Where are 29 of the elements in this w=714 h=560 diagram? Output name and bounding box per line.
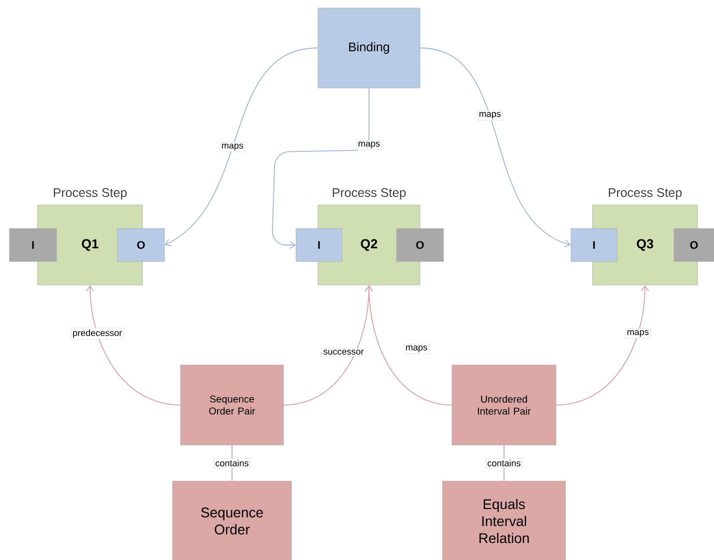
port-box: I [570,228,618,262]
port-box: I [9,228,57,262]
concept-box: Sequence Order Pair [180,364,284,446]
step-heading: Process Step [54,188,127,200]
edge-label: maps [220,142,246,152]
port-box: I [296,228,342,262]
step-heading: Process Step [332,188,406,200]
edge-label: maps [477,110,503,120]
concept-box: Binding [318,8,420,88]
edge-label: maps [356,140,382,150]
concept-box: Sequence Order [172,480,292,560]
edge-label: successor [322,348,366,356]
connector [420,48,571,248]
edge-label: maps [404,344,430,354]
connector [164,48,318,246]
connector [556,285,649,406]
edge-label: contains [214,458,250,468]
step-heading: Process Step [608,188,682,200]
port-box: O [117,228,165,262]
port-box: O [396,228,444,262]
connector [86,285,181,406]
connector [272,88,370,249]
concept-box: Equals Interval Relation [442,480,566,560]
port-box: O [674,228,714,262]
edge-label: predecessor [70,328,124,340]
concept-box: Unordered Interval Pair [452,364,556,446]
edge-label: maps [625,328,651,339]
connector [365,285,452,406]
edge-label: contains [486,458,522,468]
